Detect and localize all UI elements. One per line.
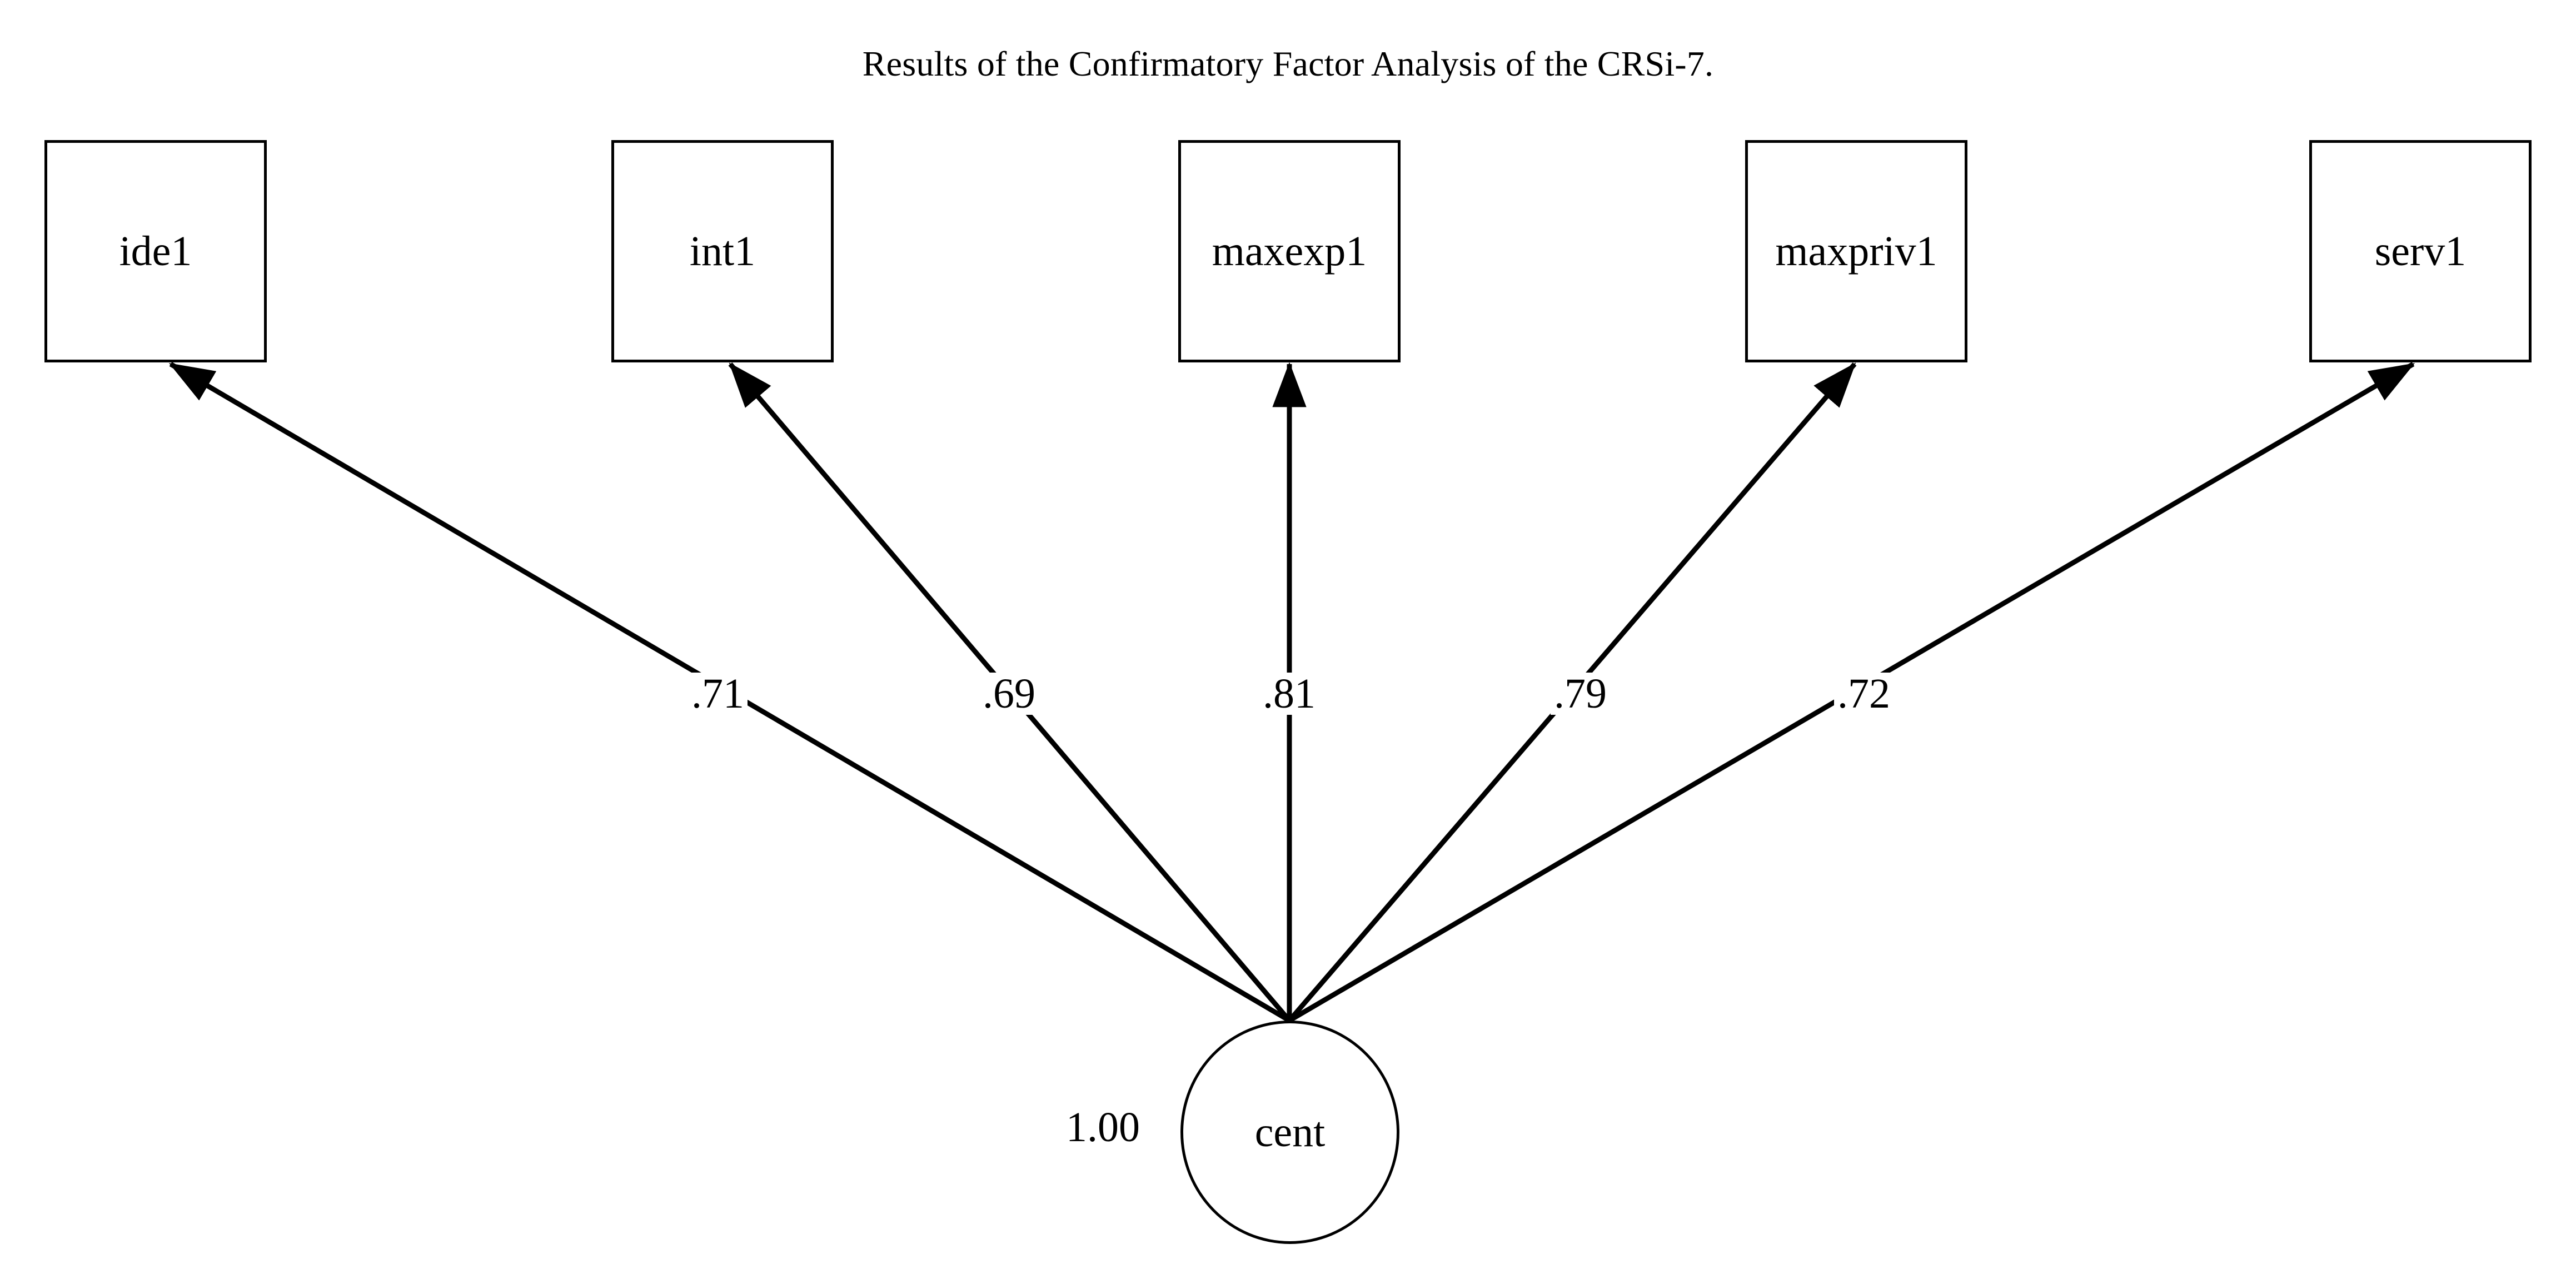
edge-label-cent-to-serv1: .72 [1834,673,1894,715]
edge-label-cent-to-ide1: .71 [688,673,748,715]
edge-label-cent-to-int1: .69 [979,673,1039,715]
indicator-label-int1: int1 [689,228,756,275]
indicator-label-serv1: serv1 [2374,228,2467,275]
indicator-label-maxpriv1: maxpriv1 [1775,228,1937,275]
indicator-box-maxpriv1[interactable]: maxpriv1 [1745,140,1967,362]
latent-label-cent: cent [1254,1109,1326,1156]
indicator-box-ide1[interactable]: ide1 [44,140,267,362]
latent-node-cent[interactable]: cent [1180,1021,1399,1244]
indicator-box-serv1[interactable]: serv1 [2309,140,2532,362]
indicator-label-ide1: ide1 [119,228,192,275]
edge-label-cent-to-maxexp1: .81 [1259,673,1319,715]
indicator-box-int1[interactable]: int1 [611,140,834,362]
indicator-box-maxexp1[interactable]: maxexp1 [1178,140,1401,362]
variance-label-cent: 1.00 [1066,1104,1140,1151]
edge-label-cent-to-maxpriv1: .79 [1551,673,1610,715]
indicator-label-maxexp1: maxexp1 [1212,228,1367,275]
